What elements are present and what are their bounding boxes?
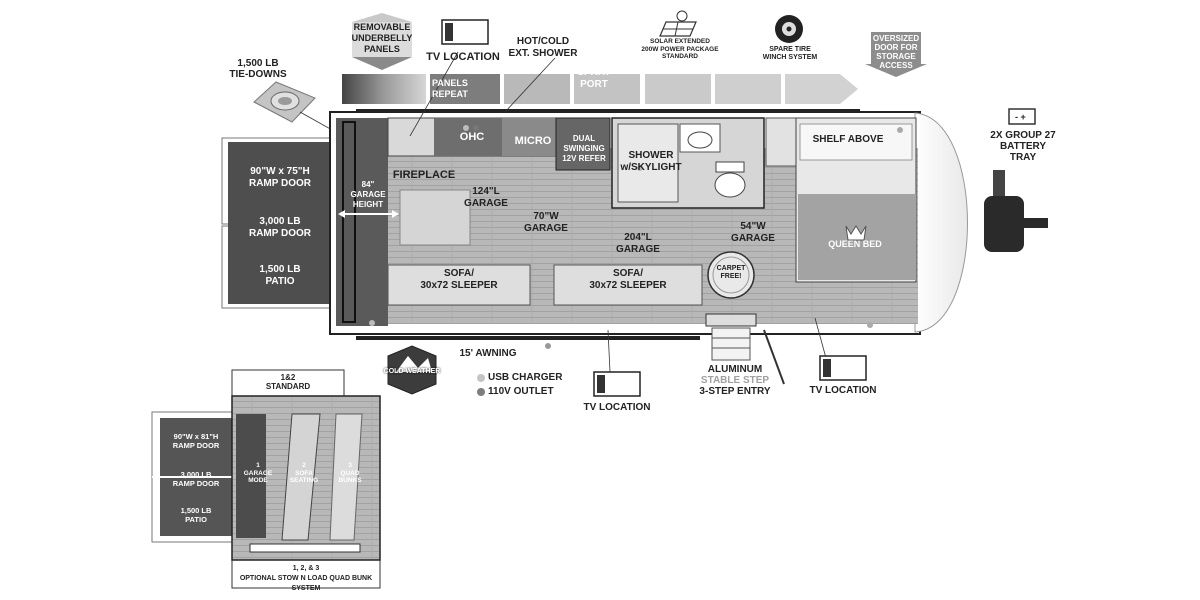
hitch (984, 170, 1048, 252)
tv-icon (593, 371, 641, 397)
sofa-left-label: SOFA/ 30x72 SLEEPER (420, 268, 498, 291)
outlet-label: 110V OUTLET (488, 386, 554, 397)
garage-70-label: 70"W GARAGE (524, 211, 568, 234)
awning-label: 15' AWNING (459, 348, 517, 359)
rear-ramp (221, 137, 333, 309)
rear-wall (336, 118, 388, 326)
inset-ramp-weight-label: 3,000 LB RAMP DOOR (172, 470, 220, 488)
patio-label: 1,500 LB PATIO (259, 264, 301, 287)
tv-location-top-label: TV LOCATION (426, 51, 500, 63)
kitchen-counter (387, 117, 611, 171)
tv-icon (819, 355, 867, 381)
cold-weather-badge (387, 345, 437, 395)
inset-standard-label: 1&2 STANDARD (265, 373, 311, 391)
solar-label: SOLAR EXTENDED 200W POWER PACKAGE STANDA… (641, 38, 719, 60)
oversized-door-arrow (865, 32, 927, 77)
spare-tire-label: SPARE TIRE WINCH SYSTEM (762, 46, 818, 61)
cold-weather-label: COLD WEATHER (383, 368, 441, 375)
usb-legend-dot (477, 374, 485, 382)
shower-label: SHOWER w/SKYLIGHT (620, 150, 682, 173)
sofa-left (387, 264, 531, 306)
inset-mode-1-label: 1 GARAGE MODE (243, 462, 273, 484)
garage-124-label: 124"L GARAGE (464, 186, 508, 209)
inset-optional-label: 1, 2, & 3 OPTIONAL STOW N LOAD QUAD BUNK… (239, 565, 373, 592)
ramp-door-label: 90"W x 75"H RAMP DOOR (248, 166, 312, 189)
tv-location-bottom-label: TV LOCATION (583, 402, 651, 413)
tv-location-right-label: TV LOCATION (809, 385, 877, 396)
queen-bed-label: QUEEN BED (828, 239, 882, 249)
inset-mode-2-label: 2 SOFA SEATING (289, 462, 319, 484)
ohc-label: OHC (459, 131, 485, 143)
shelf-label: SHELF ABOVE (812, 134, 884, 145)
entry-step (705, 313, 785, 385)
inset-floorplan (151, 369, 381, 589)
three-step-entry-label: 3-STEP ENTRY (699, 386, 771, 397)
underbelly-panel-strip (342, 74, 858, 104)
garage-height-label: 84" GARAGE HEIGHT (350, 180, 386, 209)
removable-panels-label: REMOVABLE UNDERBELLY PANELS (351, 22, 413, 54)
sofa-right (553, 264, 703, 306)
garage-204-label: 204"L GARAGE (616, 232, 660, 255)
tie-down-icon (253, 81, 351, 141)
queen-bed (795, 117, 917, 283)
sofa-right-label: SOFA/ 30x72 SLEEPER (589, 268, 667, 291)
inset-mode-3-label: 3 QUAD BUNKS (338, 462, 362, 484)
garage-height-arrow (338, 210, 399, 218)
table-area (399, 189, 471, 246)
oversized-door-label: OVERSIZED DOOR FOR STORAGE ACCESS (872, 34, 920, 70)
hot-cold-shower-label: HOT/COLD EXT. SHOWER (508, 36, 578, 59)
removable-panels-arrow (352, 13, 412, 70)
outlet-legend-dot (477, 388, 485, 396)
battery-label: 2X GROUP 27 BATTERY TRAY (990, 130, 1056, 163)
battery-icon: - + (1008, 108, 1036, 125)
svg-text:- +: - + (1015, 112, 1026, 122)
inset-patio-label: 1,500 LB PATIO (180, 506, 212, 524)
usb-charger-label: USB CHARGER (488, 372, 563, 383)
bathroom (611, 117, 765, 209)
aluminum-step-label: ALUMINUM (707, 364, 763, 375)
spare-tire-icon (775, 15, 803, 43)
tie-downs-label: 1,500 LB TIE-DOWNS (229, 58, 287, 80)
panels-repeat-label: PANELS REPEAT (432, 78, 468, 99)
inset-ramp-door-label: 90"W x 81"H RAMP DOOR (172, 432, 220, 450)
spray-port-label: SPRAY PORT (577, 67, 611, 90)
garage-54-label: 54"W GARAGE (731, 221, 775, 244)
refer-label: DUAL SWINGING 12V REFER (562, 134, 606, 163)
fireplace-label: FIREPLACE (392, 169, 456, 181)
outlet-dots (369, 125, 903, 349)
nose-cap (914, 112, 968, 333)
carpet-free-badge (707, 251, 755, 299)
carpet-free-label: CARPET FREE! (716, 265, 746, 280)
stable-step-label: STABLE STEP (700, 375, 770, 386)
tv-icon (441, 19, 489, 45)
micro-label: MICRO (514, 135, 552, 147)
ramp-weight-label: 3,000 LB RAMP DOOR (248, 216, 312, 239)
solar-panel-icon (659, 10, 697, 37)
